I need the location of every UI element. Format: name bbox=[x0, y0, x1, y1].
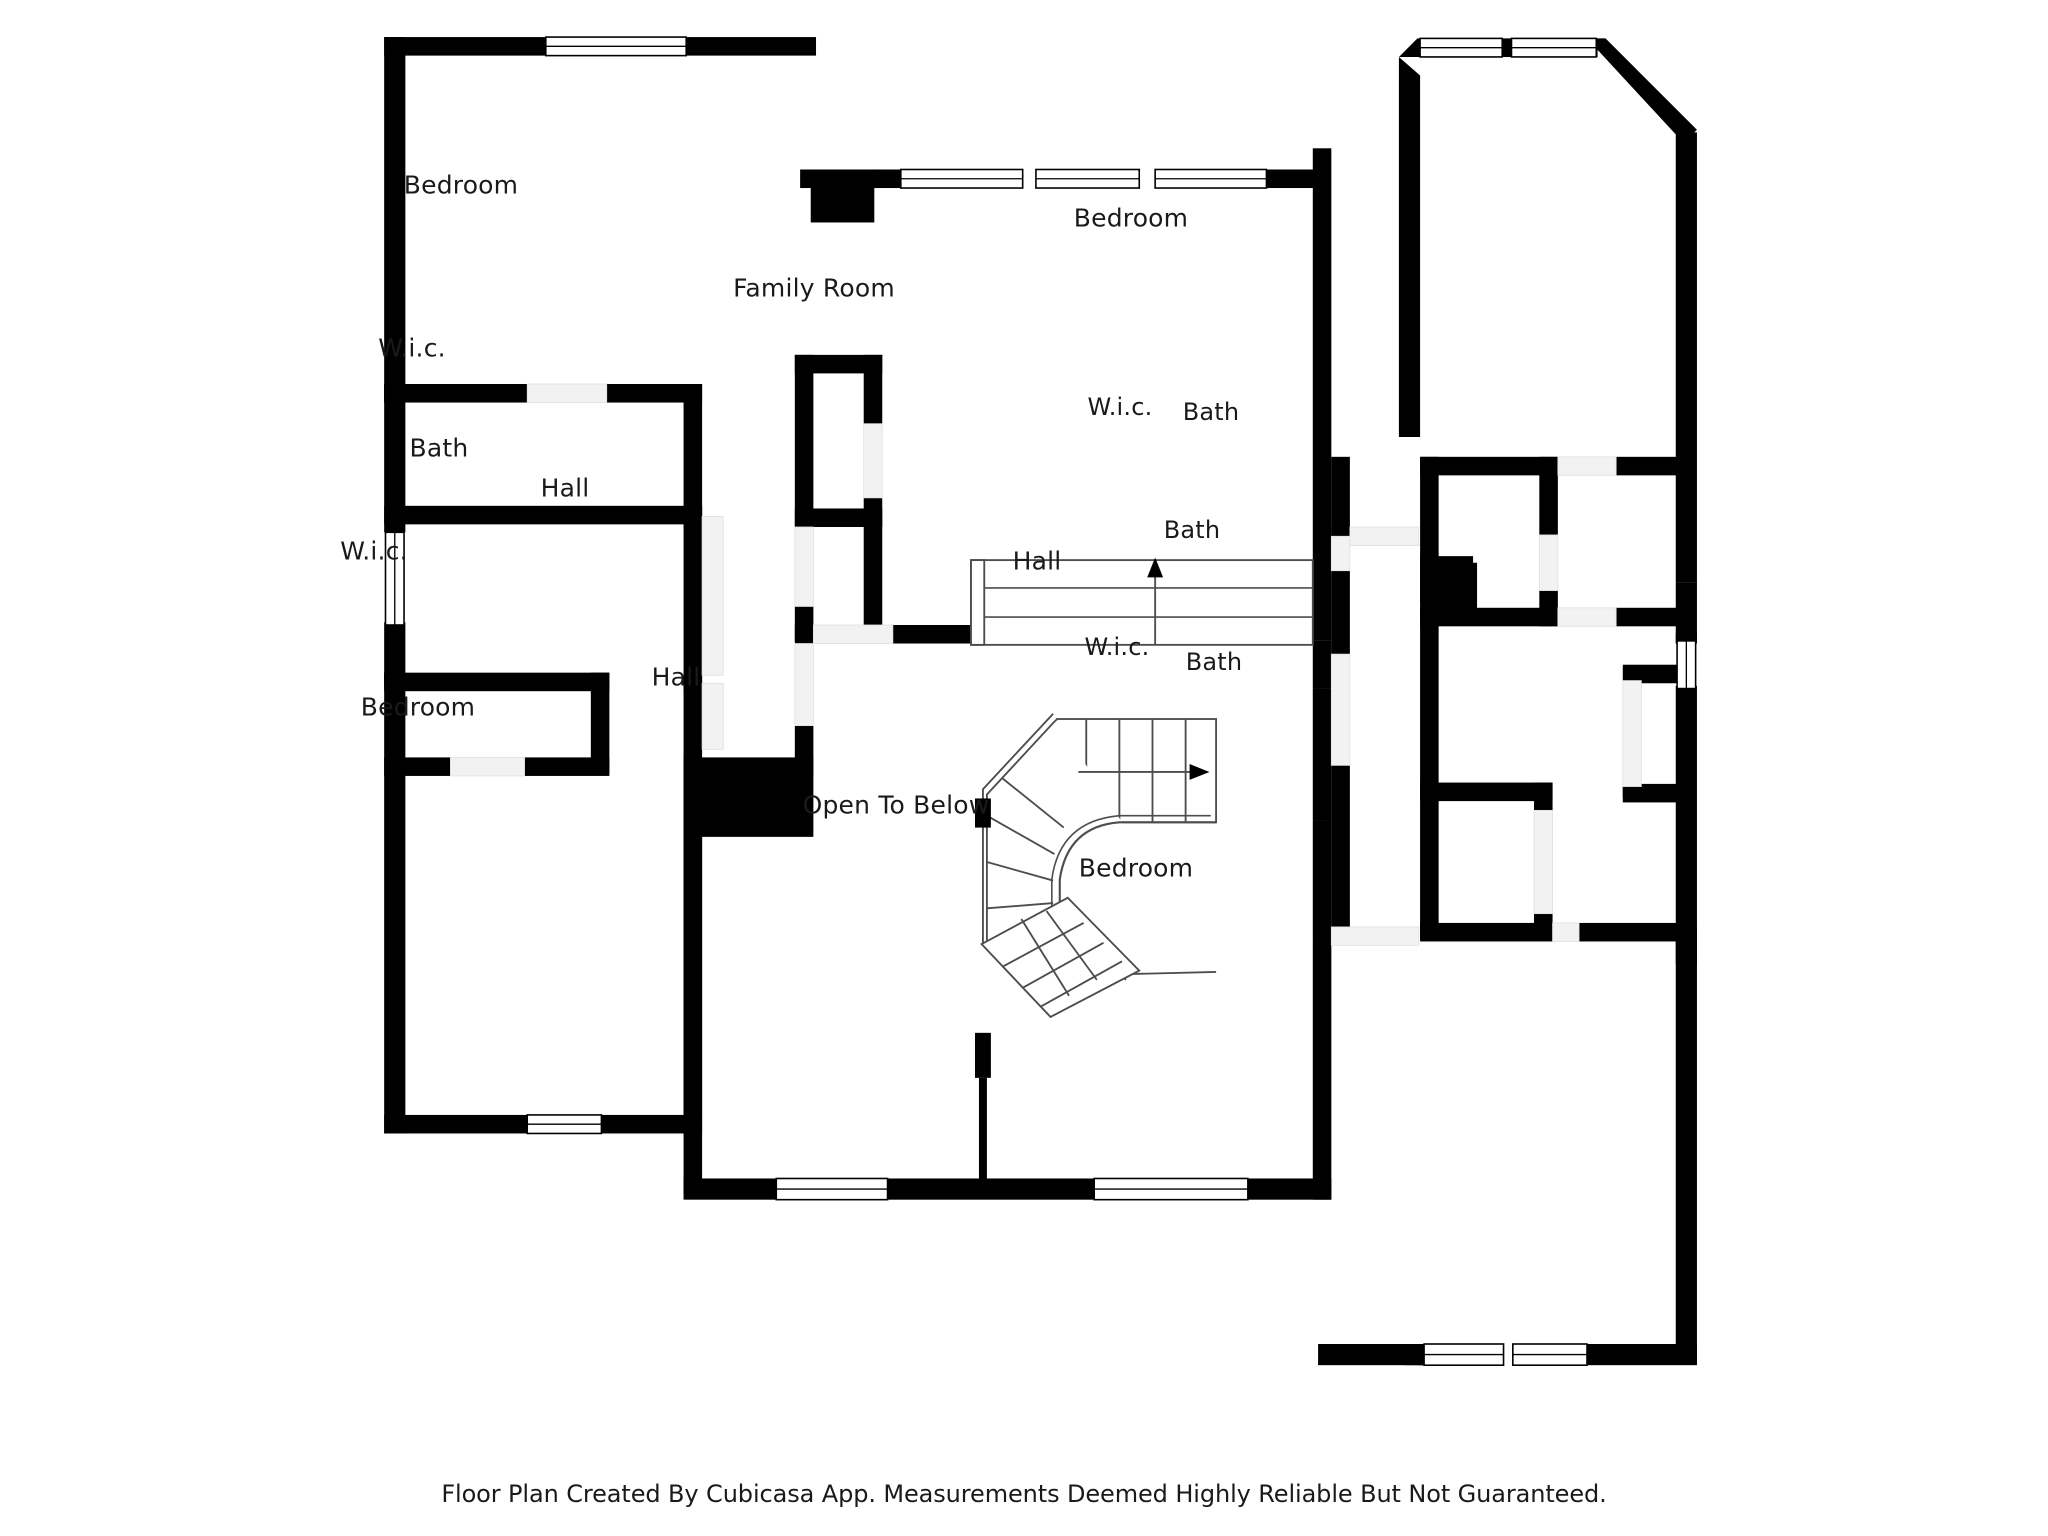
window-bedroom-topright-1 bbox=[1419, 37, 1504, 58]
footer-disclaimer: Floor Plan Created By Cubicasa App. Meas… bbox=[441, 1480, 1607, 1508]
windows-layer bbox=[384, 36, 1697, 1366]
walls-layer bbox=[384, 37, 1697, 1366]
window-bath-left bbox=[384, 531, 405, 626]
window-bedroom-bottomright-1 bbox=[1423, 1343, 1505, 1366]
window-bedroom-bottomleft bbox=[526, 1114, 603, 1135]
window-bedroom-bottomright-2 bbox=[1512, 1343, 1588, 1366]
window-bedroom-topleft bbox=[544, 36, 687, 57]
straight-stair-up bbox=[970, 557, 1314, 646]
window-family-room-2 bbox=[1035, 168, 1141, 189]
window-center-bottom-1 bbox=[775, 1177, 889, 1201]
doors-layer bbox=[450, 383, 1642, 946]
window-bedroom-topright-2 bbox=[1510, 37, 1598, 58]
window-center-bottom-2 bbox=[1093, 1177, 1249, 1201]
window-family-room-3 bbox=[1154, 168, 1268, 189]
curved-winder-stair bbox=[974, 713, 1218, 1019]
window-bath-right bbox=[1676, 640, 1697, 690]
window-family-room-1 bbox=[900, 168, 1024, 189]
